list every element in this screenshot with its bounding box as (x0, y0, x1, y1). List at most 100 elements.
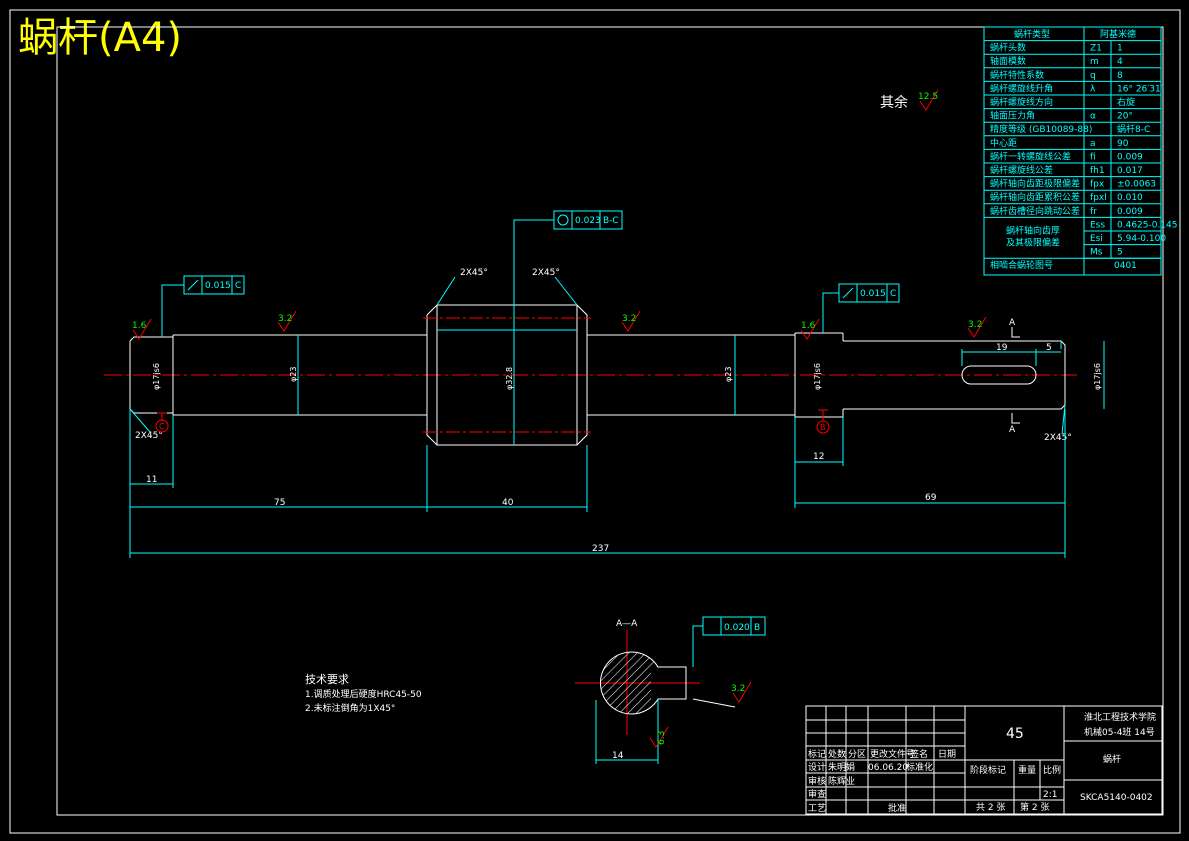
spec-thickness-symbol: Ess (1090, 220, 1105, 230)
chamfer-worm-left: 2X45° (460, 268, 488, 278)
diameter-labels: φ17js6 φ23 φ32.8 φ23 φ17js6 φ17js6 (152, 363, 1102, 390)
spec-row-name: 蜗杆轴向齿距累积公差 (990, 191, 1080, 203)
roughness-other: 12.5 (918, 92, 938, 102)
dimensions: 11 75 40 12 69 237 19 5 (129, 341, 1066, 558)
tb-row-label: 分区 (848, 749, 866, 760)
spec-row-value: 0.010 (1117, 193, 1143, 203)
svg-text:6.3: 6.3 (657, 731, 667, 745)
spec-row-symbol: Z1 (1090, 44, 1102, 54)
tb-row-label: 更改文件号 (870, 748, 915, 760)
spec-row-name: 轴面压力角 (990, 110, 1035, 122)
svg-text:5: 5 (1046, 343, 1052, 353)
spec-thickness-symbol: Ms (1090, 248, 1103, 258)
tb-sheets: 共 2 张 (976, 802, 1005, 813)
svg-text:B: B (820, 423, 826, 432)
tol-frame-left: 0.015 C (161, 275, 245, 337)
spec-row-name: 蜗杆轴向齿距极限偏差 (990, 178, 1080, 190)
svg-text:技术要求: 技术要求 (305, 673, 349, 686)
spec-row-name: 蜗杆齿槽径向跳动公差 (990, 205, 1080, 217)
svg-text:14: 14 (612, 751, 624, 761)
tb-stage-label: 阶段标记 (970, 764, 1006, 776)
chamfer-worm-right: 2X45° (532, 268, 560, 278)
spec-thickness-label-2: 及其极限偏差 (1006, 236, 1060, 248)
datum-b: B (816, 409, 830, 434)
svg-text:φ23: φ23 (724, 367, 733, 382)
svg-text:3.2: 3.2 (731, 684, 745, 694)
tb-part-name: 蜗杆 (1103, 753, 1121, 765)
tb-date: 06.06.20 (868, 763, 908, 773)
spec-row-value: 20° (1117, 112, 1133, 122)
svg-text:3.2: 3.2 (622, 314, 636, 324)
spec-thickness-symbol: Esi (1090, 234, 1103, 244)
inner-border (56, 26, 1164, 816)
spec-row-symbol: fh1 (1090, 166, 1105, 176)
spec-row-name: 蜗杆特性系数 (990, 69, 1044, 81)
note-other: 其余 (880, 94, 908, 111)
spec-row-value: 4 (1117, 57, 1123, 67)
tb-approve-label: 批准 (888, 802, 906, 814)
tol-section-value: 0.020 (724, 623, 750, 633)
roughness-shaft-left: 3.2 (277, 310, 297, 332)
spec-row-name: 中心距 (990, 137, 1017, 149)
tb-standardize: 标准化 (906, 761, 933, 773)
spec-row-value: 蜗杆8-C (1117, 123, 1150, 135)
tol-top-datum: B-C (603, 216, 619, 226)
spec-header-value: 阿基米德 (1100, 28, 1136, 40)
spec-row-symbol: m (1090, 57, 1099, 67)
svg-text:3.2: 3.2 (278, 314, 292, 324)
tb-row-label: 标记 (808, 748, 826, 760)
spec-row-name: 蜗杆一转螺旋线公差 (990, 150, 1071, 162)
spec-row-value: 0.009 (1117, 207, 1143, 217)
spec-mating-label: 相啮合蜗轮图号 (990, 259, 1053, 271)
svg-text:B: B (754, 623, 760, 633)
svg-text:19: 19 (996, 343, 1008, 353)
spec-row-symbol: fpx (1090, 180, 1105, 190)
svg-text:1.调质处理后硬度HRC45-50: 1.调质处理后硬度HRC45-50 (305, 688, 422, 700)
cut-a-bottom: A (1009, 425, 1016, 435)
outer-border (9, 9, 1181, 834)
svg-text:φ23: φ23 (289, 367, 298, 382)
svg-text:C: C (159, 422, 165, 431)
tb-drawing-no: SKCA5140-0402 (1080, 793, 1153, 803)
tb-designer-label: 设计 (808, 761, 826, 773)
tb-scale: 2:1 (1043, 790, 1057, 800)
spec-row-value: 右旋 (1117, 96, 1135, 108)
spec-row-symbol: fr (1090, 207, 1097, 217)
tb-row-label: 处数 (828, 748, 846, 760)
spec-row-value: 1 (1117, 44, 1123, 54)
spec-thickness-label: 蜗杆轴向齿厚 (1006, 224, 1060, 236)
tol-right-value: 0.015 (860, 289, 886, 299)
spec-mating-value: 0401 (1114, 261, 1137, 271)
tb-sheet: 第 2 张 (1020, 801, 1049, 813)
svg-text:φ17js6: φ17js6 (813, 363, 822, 390)
svg-text:237: 237 (592, 544, 609, 554)
svg-text:75: 75 (274, 498, 285, 508)
tb-check-label: 审查 (808, 788, 826, 800)
svg-text:2.未标注倒角为1X45°: 2.未标注倒角为1X45° (305, 702, 395, 714)
roughness-section-keyway: 3.2 (731, 681, 752, 703)
svg-text:40: 40 (502, 498, 514, 508)
drawing-title: 蜗杆(A4) (18, 15, 183, 61)
tol-left-value: 0.015 (205, 281, 231, 291)
svg-text:11: 11 (146, 475, 157, 485)
svg-text:φ17js6: φ17js6 (152, 363, 161, 390)
tb-row-label: 签名 (910, 748, 928, 760)
svg-text:3.2: 3.2 (968, 320, 982, 330)
spec-row-value: ±0.0063 (1117, 180, 1156, 190)
tol-frame-right: 0.015 C (822, 283, 900, 333)
tol-frame-top: 0.023 B-C (513, 210, 623, 445)
tol-top-value: 0.023 (575, 216, 601, 226)
datum-c: C (155, 412, 169, 433)
spec-row-name: 蜗杆螺旋线方向 (990, 96, 1053, 108)
cut-a-top: A (1009, 318, 1016, 328)
tb-school: 淮北工程技术学院 (1084, 711, 1156, 723)
spec-row-name: 轴面模数 (990, 55, 1026, 67)
spec-row-value: 0.009 (1117, 152, 1143, 162)
spec-row-value: 16° 26′31″ (1117, 84, 1165, 94)
section-view: A—A 0.020 B 3.2 14 6.3 (575, 616, 766, 764)
tech-requirements: 技术要求 1.调质处理后硬度HRC45-50 2.未标注倒角为1X45° (305, 673, 422, 714)
spec-row-symbol: λ (1090, 84, 1096, 94)
spec-thickness-value: 5 (1117, 248, 1123, 258)
roughness-shaft-right: 3.2 (621, 310, 641, 332)
